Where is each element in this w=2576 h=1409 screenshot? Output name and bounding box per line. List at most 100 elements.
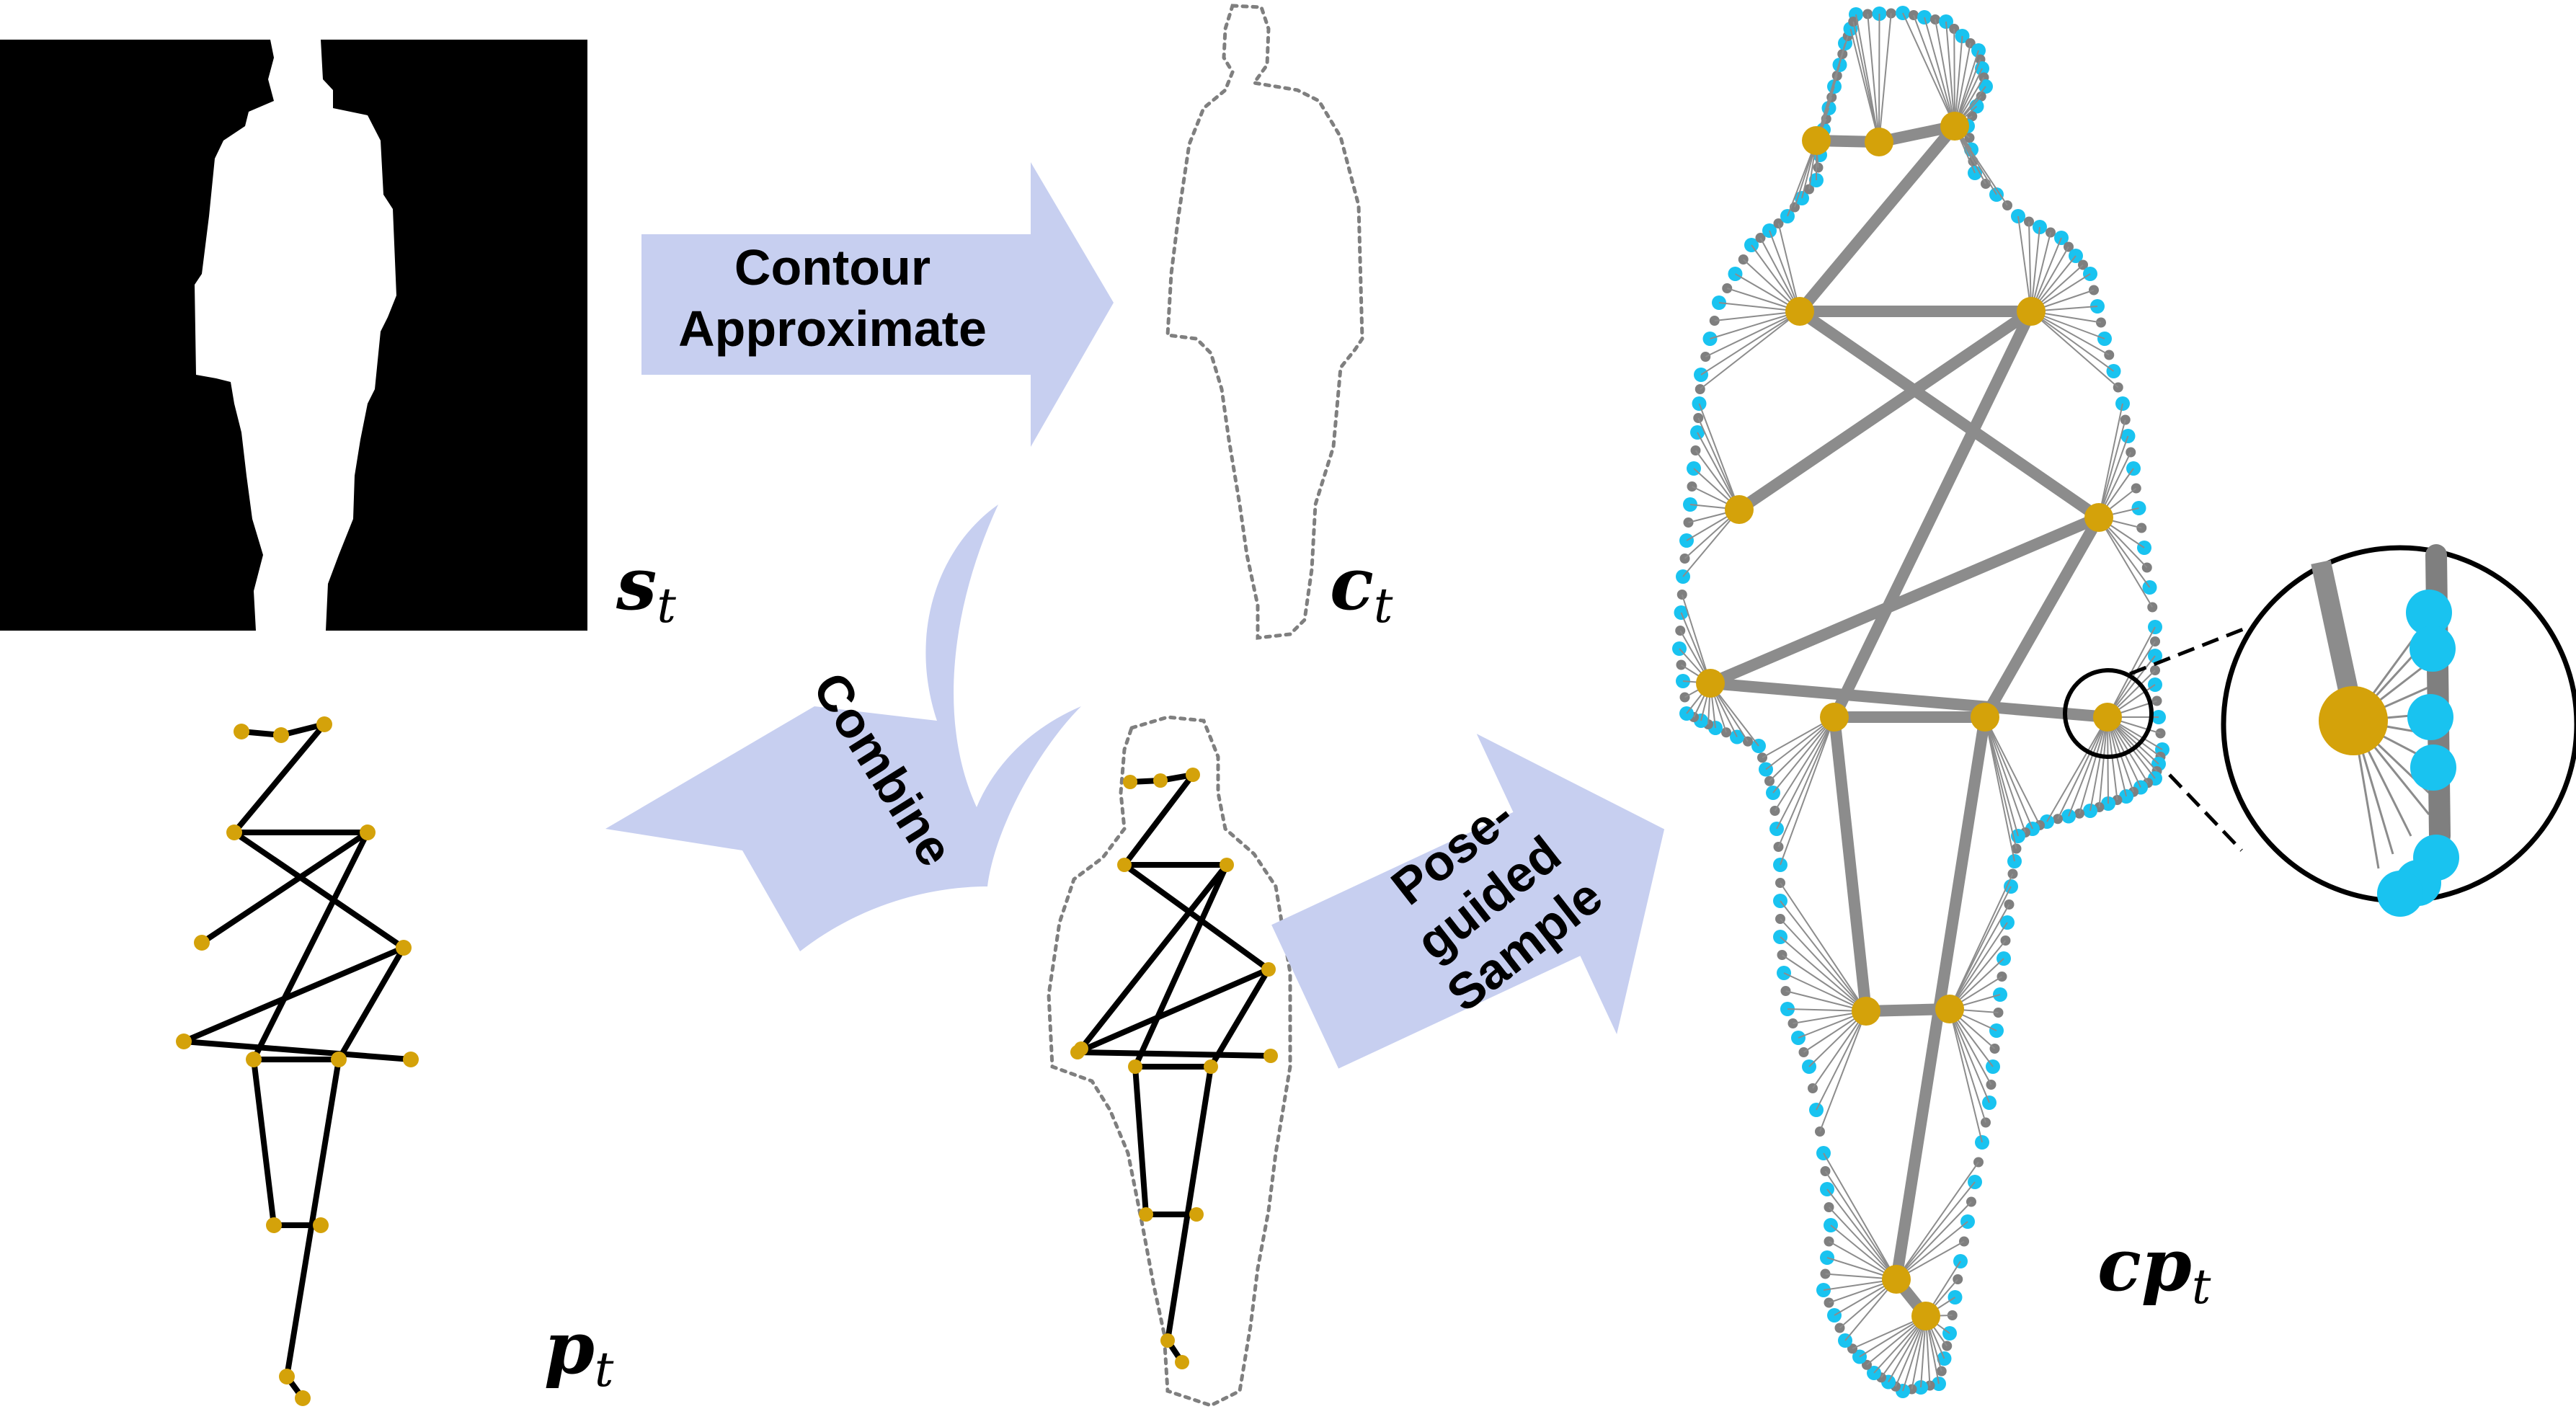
skeleton-joint: [1971, 703, 1999, 732]
sampling-ray: [1953, 28, 1955, 127]
skeleton-bone: [1794, 306, 2105, 523]
zoom-contour-point: [2410, 744, 2456, 791]
sampling-ray: [1984, 716, 2015, 862]
sampling-ray: [2057, 716, 2108, 819]
sampling-ray: [1984, 716, 2026, 833]
skeleton-bone: [1122, 862, 1271, 972]
silhouette-panel: [0, 40, 587, 631]
skeleton-joint: [1160, 1333, 1175, 1348]
sampling-ray: [1777, 716, 1835, 848]
skeleton-joint: [403, 1052, 419, 1067]
sampling-ray: [1698, 403, 1740, 510]
skeleton-bone: [1705, 512, 2105, 689]
skeleton-bone: [1829, 306, 2037, 723]
zoom-contour-point: [2406, 590, 2452, 636]
sampling-ray: [2089, 716, 2108, 812]
skeleton-joint: [1204, 1059, 1218, 1074]
skeleton-joint: [234, 724, 249, 739]
sampling-ray: [1780, 900, 1867, 1012]
skeleton-joint: [1117, 858, 1132, 872]
sampling-ray: [1681, 594, 1711, 684]
label-c-t: ct: [1330, 541, 1393, 634]
sampling-ray: [1954, 35, 1963, 127]
sampling-ray: [1949, 886, 2012, 1010]
zoom-contour-point: [2410, 626, 2456, 672]
sampling-ray: [2098, 517, 2154, 608]
skeleton-joint: [1785, 297, 1814, 326]
sampling-ray: [2030, 311, 2110, 356]
label-p-t: pt: [544, 1305, 614, 1397]
sampling-ray: [1949, 940, 2007, 1010]
sampling-ray: [1913, 14, 1955, 127]
sampling-ray: [1780, 882, 1867, 1012]
skeleton-joint: [273, 727, 289, 743]
zoom-joint: [2319, 686, 2388, 755]
sampling-ray: [1949, 904, 2010, 1010]
label-cp-t: cpt: [2097, 1222, 2211, 1315]
contour-approximate-arrow: [641, 162, 1114, 447]
skeleton-joint: [1070, 1045, 1085, 1059]
sampling-ray: [1819, 1010, 1867, 1132]
skeleton-joint: [266, 1217, 282, 1233]
skeleton-joint: [313, 1217, 329, 1233]
skeleton-bone: [1132, 1064, 1149, 1217]
sampling-ray: [1780, 918, 1867, 1012]
skeleton-joint: [1725, 495, 1754, 524]
sampling-ray: [1777, 223, 1800, 312]
skeleton-joint: [1852, 997, 1880, 1026]
zoom-callout: [2063, 544, 2576, 917]
silhouette-body: [195, 40, 396, 631]
sampling-ray: [1828, 1206, 1897, 1280]
sampling-ray: [1949, 1008, 1990, 1103]
sampling-ray: [1949, 922, 2008, 1010]
contour-arrow-label-line2: Approximate: [678, 301, 987, 357]
sampling-ray: [1774, 716, 1835, 812]
sampling-ray: [2030, 311, 2115, 372]
skeleton-joint: [1261, 962, 1276, 977]
sampling-ray: [1949, 1008, 1983, 1143]
skeleton-joint: [1175, 1355, 1189, 1369]
skeleton-bone: [1165, 1064, 1214, 1343]
sampling-ray: [1816, 1010, 1867, 1111]
sampling-ray: [1984, 716, 2019, 837]
skeleton-bone: [181, 945, 407, 1044]
skeleton-bone: [231, 721, 327, 835]
sampling-ray: [1984, 716, 2040, 826]
sampling-ray: [1924, 17, 1955, 127]
skeleton-joint: [1882, 1265, 1911, 1294]
cp-sampling-rays: [1679, 12, 2163, 1392]
sampling-ray: [1781, 954, 1867, 1012]
skeleton-bone: [1075, 1049, 1274, 1059]
skeleton-bone: [1705, 677, 2113, 723]
zoom-connector-bottom: [2168, 773, 2243, 852]
sampling-ray: [1824, 1170, 1897, 1280]
skeleton-joint: [1802, 126, 1831, 155]
skeleton-bone: [1075, 966, 1271, 1055]
sampling-ray: [1852, 21, 1880, 143]
sampling-ray: [1896, 1201, 1972, 1280]
skeleton-joint: [2017, 297, 2046, 326]
skeleton-bone: [336, 945, 407, 1062]
sampling-ray: [1878, 13, 1892, 143]
sampling-ray: [1697, 432, 1740, 510]
zoom-small-circle: [2063, 668, 2154, 759]
skeleton-joint: [246, 1052, 262, 1067]
skeleton-joint: [1865, 128, 1893, 156]
sampling-ray: [1896, 1181, 1976, 1280]
sampling-ray: [1700, 311, 1800, 390]
sampling-ray: [1769, 716, 1835, 782]
skeleton-joint: [1139, 1207, 1153, 1222]
skeleton-bone: [1829, 711, 1872, 1017]
skeleton-bone: [1122, 772, 1196, 868]
sampling-ray: [2068, 716, 2108, 817]
sampling-ray: [2098, 435, 2129, 518]
skeleton-joint: [331, 1052, 347, 1067]
sampling-ray: [1772, 716, 1835, 794]
sampling-ray: [2098, 716, 2108, 808]
sampling-ray: [1949, 1008, 1986, 1123]
sampling-ray: [2079, 716, 2108, 814]
sampling-ray: [1867, 14, 1880, 143]
skeleton-joint: [360, 824, 376, 840]
sampling-ray: [1935, 19, 1955, 127]
